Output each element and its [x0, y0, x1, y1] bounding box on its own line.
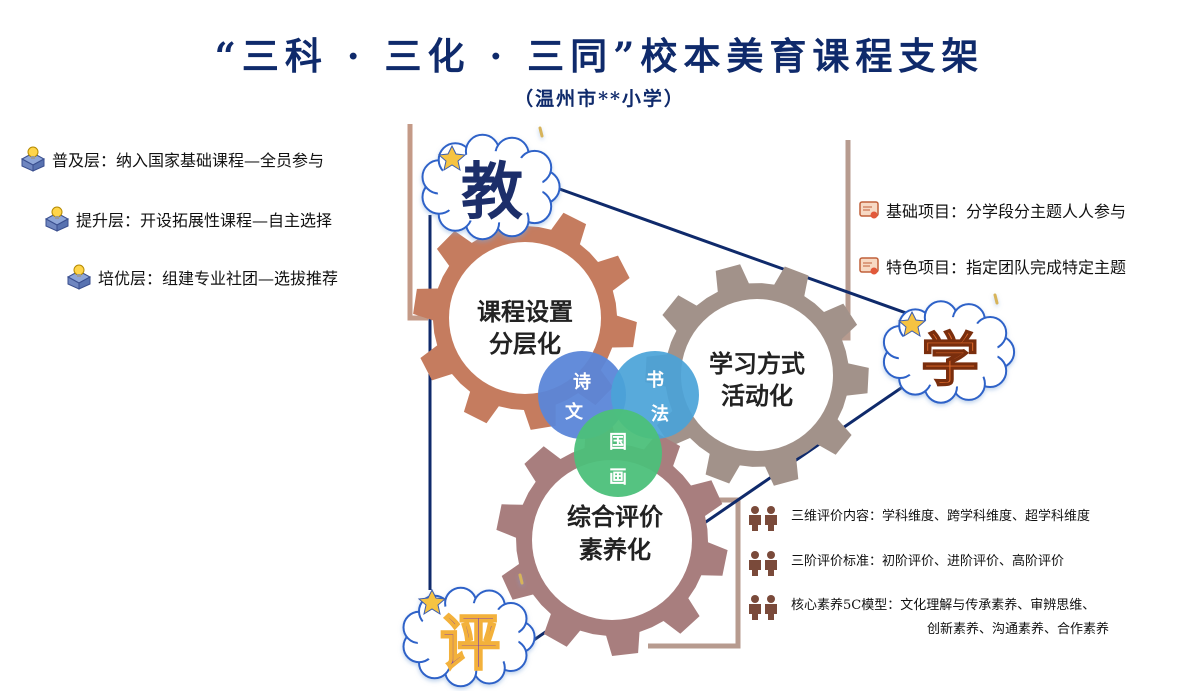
gear-evaluation-label-2: 素养化: [579, 536, 651, 564]
circle-painting-char-1: 国: [609, 432, 627, 453]
gear-learning: [645, 264, 869, 486]
star-icon: [897, 310, 927, 338]
learn-char: 学: [921, 326, 979, 394]
learn-cloud: 学: [882, 293, 1016, 404]
circle-painting-char-2: 画: [609, 467, 627, 488]
lightbulb-box-icon: [66, 264, 92, 290]
star-icon: [417, 588, 447, 616]
cloud-fill: [898, 317, 998, 387]
people-icon: [749, 551, 777, 576]
left-bracket: [407, 124, 428, 321]
teach-cloud: 教: [421, 126, 561, 241]
bottom-bracket: [648, 497, 741, 649]
right-item-text: 特色项目：指定团队完成特定主题: [886, 258, 1127, 277]
circle-calligraphy-char-2: 法: [651, 403, 669, 425]
star-icon: [437, 144, 467, 172]
assess-cloud: 评: [402, 573, 536, 688]
circle-painting: [574, 409, 662, 497]
eval-item-3: 核心素养5C模型：文化理解与传承素养、审辨思维、 创新素养、沟通素养、合作素养: [745, 594, 1109, 642]
gear-evaluation: [496, 424, 728, 656]
gear-learning-label-1: 学习方式: [709, 350, 805, 378]
gear-curriculum-label-1: 课程设置: [477, 298, 573, 326]
people-icon: [749, 595, 777, 620]
right-item-text: 基础项目：分学段分主题人人参与: [886, 202, 1127, 221]
eval-item-text: 三维评价内容：学科维度、跨学科维度、超学科维度: [791, 509, 1091, 524]
gear-hub: [681, 299, 833, 451]
eval-item-text: 核心素养5C模型：文化理解与传承素养、审辨思维、: [791, 598, 1096, 613]
left-item-2: 提升层：开设拓展性课程—自主选择: [44, 206, 332, 232]
circle-calligraphy-char-1: 书: [646, 370, 664, 391]
lightbulb-box-icon: [20, 146, 46, 172]
eval-item-1: 三维评价内容：学科维度、跨学科维度、超学科维度: [745, 505, 1090, 531]
gear-hub: [532, 460, 692, 620]
left-item-text: 培优层：组建专业社团—选拔推荐: [98, 269, 339, 288]
left-item-1: 普及层：纳入国家基础课程—全员参与: [20, 146, 324, 172]
triangle-edge-teach-learn: [539, 180, 921, 320]
circle-poetry-char-1: 诗: [573, 372, 591, 393]
right-item-2: 特色项目：指定团队完成特定主题: [858, 254, 1126, 278]
certificate-icon: [859, 201, 879, 219]
assess-char: 评: [440, 609, 500, 679]
left-item-text: 普及层：纳入国家基础课程—全员参与: [52, 151, 325, 170]
left-item-3: 培优层：组建专业社团—选拔推荐: [66, 264, 338, 290]
people-icon: [749, 506, 777, 531]
gear-evaluation-label-1: 综合评价: [567, 503, 664, 531]
right-item-1: 基础项目：分学段分主题人人参与: [858, 198, 1126, 222]
cloud-fill: [437, 151, 543, 223]
eval-item-text: 三阶评价标准：初阶评价、进阶评价、高阶评价: [791, 554, 1065, 569]
page-subtitle: （温州市**小学）: [514, 88, 685, 110]
lightbulb-box-icon: [44, 206, 70, 232]
cloud-fill: [417, 603, 519, 671]
page-title: “三科 · 三化 · 三同”校本美育课程支架: [214, 34, 985, 78]
gear-curriculum-label-2: 分层化: [489, 330, 561, 358]
left-item-text: 提升层：开设拓展性课程—自主选择: [76, 211, 333, 230]
gear-learning-label-2: 活动化: [721, 382, 793, 410]
circle-poetry-char-2: 文: [565, 401, 584, 423]
eval-item-2: 三阶评价标准：初阶评价、进阶评价、高阶评价: [745, 550, 1064, 576]
teach-char: 教: [461, 155, 523, 228]
certificate-icon: [859, 257, 879, 275]
eval-item-text-line2: 创新素养、沟通素养、合作素养: [927, 622, 1110, 637]
